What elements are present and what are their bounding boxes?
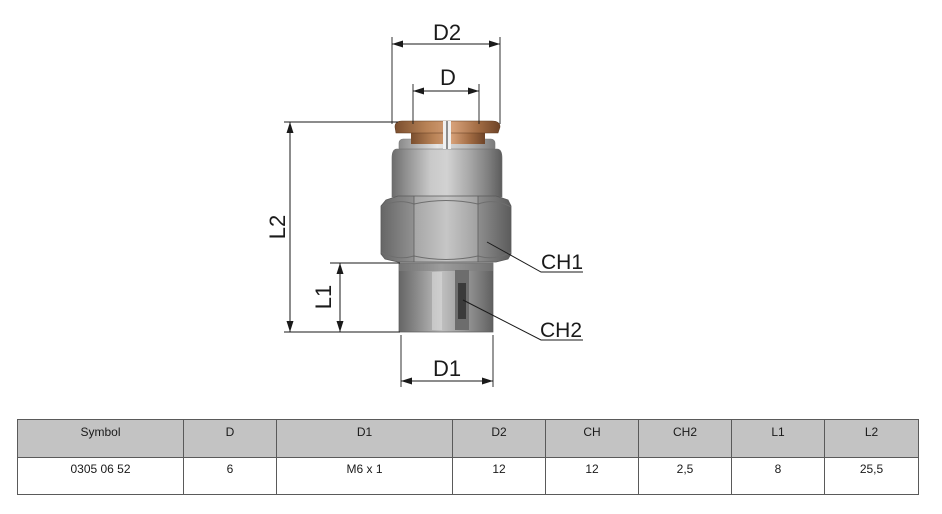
header-l2: L2 <box>824 419 919 458</box>
ch2-notch <box>458 283 466 319</box>
header-ch2: CH2 <box>638 419 732 458</box>
fitting-part <box>380 120 512 333</box>
cell-ch2: 2,5 <box>638 457 732 495</box>
label-d2: D2 <box>433 20 461 45</box>
label-ch2: CH2 <box>540 319 582 342</box>
dimension-l2: L2 <box>265 121 400 333</box>
cell-d: 6 <box>183 457 277 495</box>
leader-ch2: CH2 <box>462 299 583 342</box>
cell-d1: M6 x 1 <box>276 457 453 495</box>
hex-top-chamfer <box>381 200 511 208</box>
cell-l2: 25,5 <box>824 457 919 495</box>
header-ch: CH <box>545 419 639 458</box>
header-d2: D2 <box>452 419 546 458</box>
hex-nut <box>381 196 511 262</box>
table-row: 0305 06 52 6 M6 x 1 12 12 2,5 8 25,5 <box>17 457 919 495</box>
cell-d2: 12 <box>452 457 546 495</box>
dimension-d2: D2 <box>391 20 501 124</box>
header-symbol: Symbol <box>17 419 184 458</box>
header-d1: D1 <box>276 419 453 458</box>
thread-collar <box>399 263 493 271</box>
specification-table: Symbol D D1 D2 CH CH2 L1 L2 0305 06 52 6… <box>17 419 919 495</box>
leader-ch1: CH1 <box>486 241 583 274</box>
cell-l1: 8 <box>731 457 825 495</box>
thread-highlight <box>432 272 442 330</box>
header-l1: L1 <box>731 419 825 458</box>
label-d1: D1 <box>433 356 461 381</box>
body-cylinder <box>391 148 503 198</box>
dimension-l1: L1 <box>311 262 400 332</box>
fitting-technical-drawing: D2 D L2 L1 CH1 CH2 D1 <box>265 20 583 387</box>
label-ch1: CH1 <box>541 251 583 274</box>
cell-symbol: 0305 06 52 <box>17 457 184 495</box>
header-d: D <box>183 419 277 458</box>
label-l2: L2 <box>265 215 290 239</box>
cell-ch: 12 <box>545 457 639 495</box>
hex-face-center <box>414 196 479 262</box>
label-l1: L1 <box>311 285 336 309</box>
hex-face-left <box>381 196 415 262</box>
dimension-d: D <box>412 65 480 124</box>
thread-section <box>398 262 494 333</box>
table-header-row: Symbol D D1 D2 CH CH2 L1 L2 <box>17 419 919 458</box>
hex-face-right <box>478 196 511 262</box>
hex-bottom-chamfer <box>381 251 511 260</box>
hex-outline <box>380 195 512 263</box>
label-d: D <box>440 65 456 90</box>
dimension-d1: D1 <box>400 335 494 387</box>
